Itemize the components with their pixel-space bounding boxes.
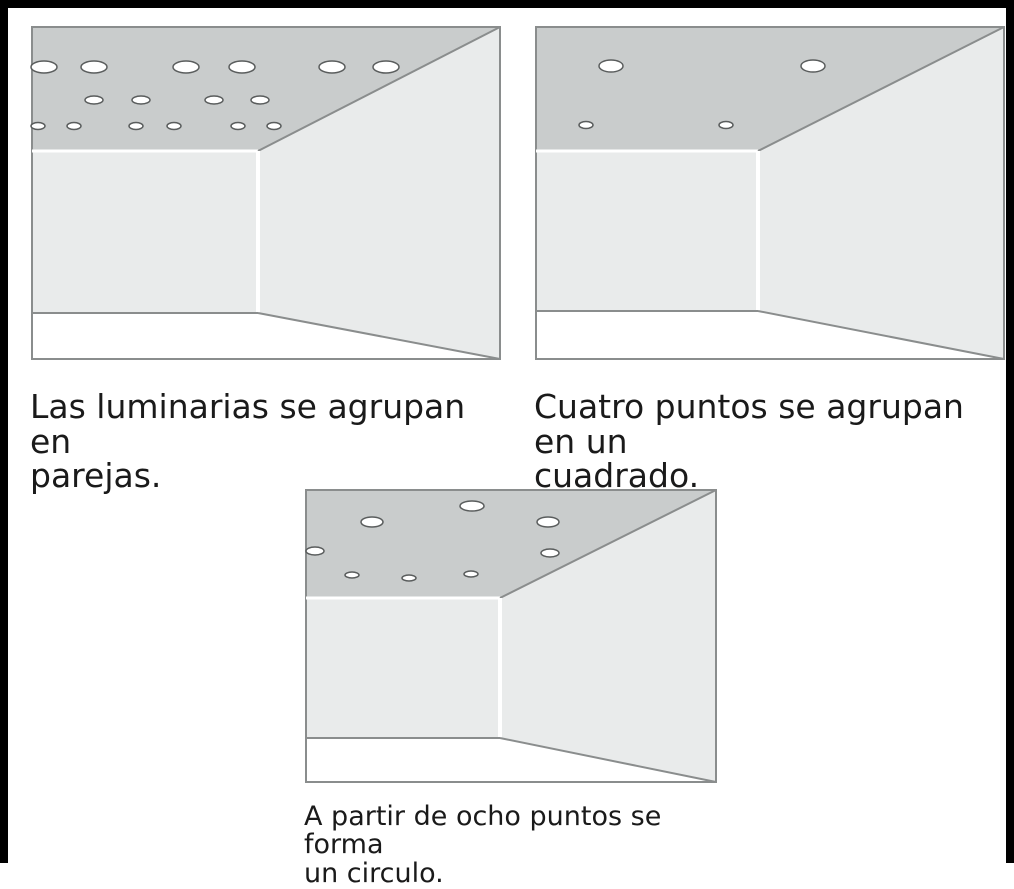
caption-pairs: Las luminarias se agrupan en parejas.: [30, 387, 466, 496]
ceiling-light: [204, 95, 224, 105]
ceiling: [306, 490, 716, 598]
room-diagram-circle: [304, 488, 718, 784]
ceiling-light: [463, 570, 479, 578]
back-wall: [536, 151, 758, 311]
ceiling-light: [250, 95, 270, 105]
ceiling-light: [30, 60, 58, 74]
figure-frame: [0, 0, 1014, 863]
side-wall: [258, 27, 500, 359]
ceiling-light: [305, 546, 325, 556]
back-wall: [306, 598, 500, 738]
side-wall: [758, 27, 1004, 359]
ceiling-light: [718, 120, 734, 130]
luminaire-group: [305, 500, 560, 582]
ceiling-light: [230, 121, 246, 131]
ceiling-light: [360, 516, 384, 528]
ceiling-light: [598, 59, 624, 73]
ceiling-light: [131, 95, 151, 105]
ceiling-light: [318, 60, 346, 74]
ceiling-light: [30, 121, 46, 131]
room-geometry: [305, 489, 717, 783]
ceiling-light: [80, 60, 108, 74]
ceiling-light: [66, 121, 82, 131]
ceiling-light: [344, 571, 360, 579]
ceiling-light: [401, 574, 417, 582]
side-wall: [500, 490, 716, 782]
ceiling: [536, 27, 1004, 151]
room-geometry: [31, 26, 501, 360]
room-geometry: [535, 26, 1005, 360]
room-diagram-pairs: [30, 25, 502, 361]
floor: [306, 738, 716, 782]
room-diagram-square: [534, 25, 1006, 361]
ceiling-light: [84, 95, 104, 105]
ceiling-light: [172, 60, 200, 74]
luminaire-group: [30, 60, 400, 131]
floor: [536, 311, 1004, 359]
ceiling-light: [372, 60, 400, 74]
floor: [32, 313, 500, 359]
ceiling-light: [266, 121, 282, 131]
ceiling-light: [228, 60, 256, 74]
ceiling-light: [540, 548, 560, 558]
ceiling-light: [459, 500, 485, 512]
ceiling-light: [128, 121, 144, 131]
caption-square: Cuatro puntos se agrupan en un cuadrado.: [534, 387, 964, 496]
ceiling-light: [536, 516, 560, 528]
ceiling-light: [166, 121, 182, 131]
ceiling-light: [578, 120, 594, 130]
back-wall: [32, 151, 258, 313]
ceiling: [32, 27, 500, 151]
caption-circle: A partir de ocho puntos se forma un circ…: [304, 801, 662, 889]
ceiling-light: [800, 59, 826, 73]
luminaire-group: [578, 59, 826, 130]
